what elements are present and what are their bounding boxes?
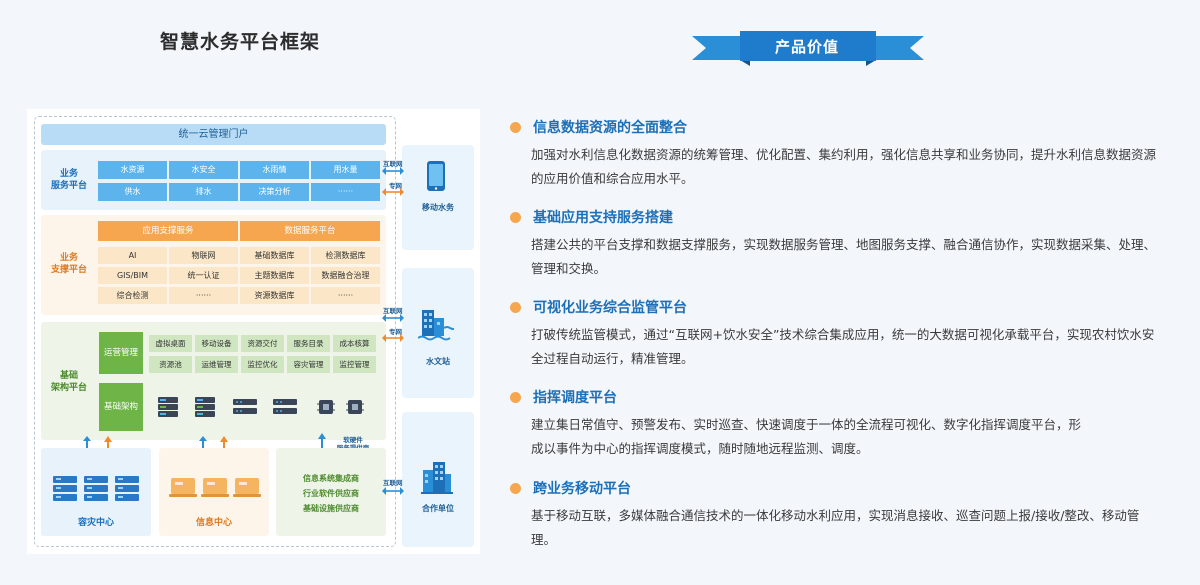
ops-cell: 移动设备 <box>195 335 238 352</box>
bidirectional-arrow-icon <box>382 487 404 495</box>
bullet-dot-icon <box>510 121 521 133</box>
internet-link-label: 互联网 <box>383 479 403 487</box>
value-item-desc: 基于移动互联，多媒体融合通信技术的一体化移动水利应用，实现消息接收、巡查问题上报… <box>531 508 1140 547</box>
support-cell: 数据融合治理 <box>311 267 380 284</box>
side-label-station: 水文站 <box>426 357 450 366</box>
server-rack-icon <box>53 476 139 501</box>
vendor-item: 信息系统集成商 <box>303 474 359 483</box>
private-link-label: 专网 <box>389 328 402 336</box>
support-cell: 基础数据库 <box>240 247 309 264</box>
bullet-dot-icon <box>510 482 521 494</box>
support-cell: 检测数据库 <box>311 247 380 264</box>
value-item-title: 指挥调度平台 <box>533 390 617 406</box>
support-cell: 统一认证 <box>169 267 238 284</box>
network-switch-icon <box>273 399 297 414</box>
business-cell: 水雨情 <box>240 161 309 179</box>
storage-icon <box>195 397 215 417</box>
business-cell: 用水量 <box>311 161 380 179</box>
support-cell: 主题数据库 <box>240 267 309 284</box>
base-layer-label: 基础 架构平台 <box>50 371 87 393</box>
support-cell: ······ <box>169 287 238 304</box>
support-cell: ······ <box>311 287 380 304</box>
side-label-mobile: 移动水务 <box>422 203 454 212</box>
product-value-heading: 产品价值 <box>774 38 839 56</box>
ops-cell: 成本核算 <box>333 335 376 352</box>
value-item: 可视化业务综合监管平台 打破传统监管模式，通过“互联网+饮水安全”技术综合集成应… <box>510 297 1170 371</box>
ops-cell: 资源池 <box>149 356 192 373</box>
ops-cell: 虚拟桌面 <box>149 335 192 352</box>
support-cell: 资源数据库 <box>240 287 309 304</box>
hydrological-station-icon <box>418 310 454 341</box>
bidirectional-arrow-icon <box>382 167 404 175</box>
support-cell: GIS/BIM <box>98 267 167 284</box>
heading-ribbon <box>692 31 924 66</box>
business-cell: 供水 <box>98 183 167 201</box>
internet-link-label: 互联网 <box>383 307 403 315</box>
ops-cell: 资源交付 <box>241 335 284 352</box>
framework-title: 智慧水务平台框架 <box>160 31 321 53</box>
value-item: 跨业务移动平台 基于移动互联，多媒体融合通信技术的一体化移动水利应用，实现消息接… <box>510 478 1170 552</box>
bidirectional-arrow-icon <box>382 188 404 196</box>
ops-cell: 监控优化 <box>241 356 284 373</box>
bullet-dot-icon <box>510 391 521 403</box>
business-cell: 决策分析 <box>240 183 309 201</box>
value-item-desc: 建立集日常值守、预警发布、实时巡查、快速调度于一体的全流程可视化、数字化指挥调度… <box>531 417 1082 456</box>
network-switch-icon <box>233 399 257 414</box>
private-link-label: 专网 <box>389 182 402 190</box>
value-item-title: 可视化业务综合监管平台 <box>533 300 687 316</box>
ops-cell: 运维管理 <box>195 356 238 373</box>
business-cell: 排水 <box>169 183 238 201</box>
support-layer-label: 业务 支撑平台 <box>50 253 87 275</box>
bullet-dot-icon <box>510 211 521 223</box>
value-item-desc: 打破传统监管模式，通过“互联网+饮水安全”技术综合集成应用，统一的大数据可视化承… <box>531 327 1155 366</box>
unified-portal: 统一云管理门户 <box>41 124 386 145</box>
value-item-title: 基础应用支持服务搭建 <box>533 210 673 226</box>
ops-management-label: 运营管理 <box>99 332 143 374</box>
vendor-item: 行业软件供应商 <box>303 489 359 498</box>
value-item: 基础应用支持服务搭建 搭建公共的平台支撑和数据支撑服务，实现数据服务管理、地图服… <box>510 207 1170 281</box>
side-label-partner: 合作单位 <box>422 504 454 513</box>
bidirectional-arrow-icon <box>382 334 404 342</box>
bidirectional-arrow-icon <box>382 314 404 322</box>
value-item: 指挥调度平台 建立集日常值守、预警发布、实时巡查、快速调度于一体的全流程可视化、… <box>510 387 1170 461</box>
internet-link-label: 互联网 <box>383 160 403 168</box>
value-item-title: 跨业务移动平台 <box>533 481 631 497</box>
ops-cell: 监控管理 <box>333 356 376 373</box>
support-header: 应用支撑服务 <box>98 221 238 241</box>
bullet-dot-icon <box>510 301 521 313</box>
value-item-desc: 搭建公共的平台支撑和数据支撑服务，实现数据服务管理、地图服务支撑、融合通信协作，… <box>531 237 1157 276</box>
vendor-item: 基础设施供应商 <box>303 504 359 513</box>
value-item: 信息数据资源的全面整合 加强对水利信息化数据资源的统筹管理、优化配置、集约利用，… <box>510 117 1170 191</box>
chip-icon <box>317 400 335 414</box>
business-cell: 水安全 <box>169 161 238 179</box>
base-architecture-label: 基础架构 <box>99 383 143 431</box>
business-layer-label: 业务 服务平台 <box>50 169 87 191</box>
mobile-phone-icon <box>427 161 445 191</box>
ops-cell: 服务目录 <box>287 335 330 352</box>
support-cell: AI <box>98 247 167 264</box>
business-cell: ······ <box>311 183 380 201</box>
business-cell: 水资源 <box>98 161 167 179</box>
support-cell: 物联网 <box>169 247 238 264</box>
workstation-icon <box>169 478 261 497</box>
info-center-label: 信息中心 <box>195 518 232 528</box>
disaster-center-label: 容灾中心 <box>77 518 114 528</box>
support-header: 数据服务平台 <box>240 221 380 241</box>
value-item-desc: 加强对水利信息化数据资源的统筹管理、优化配置、集约利用，强化信息共享和业务协同，… <box>531 147 1157 186</box>
platform-boundary <box>34 116 396 547</box>
storage-icon <box>158 397 178 417</box>
chip-icon <box>346 400 364 414</box>
value-item-title: 信息数据资源的全面整合 <box>533 120 687 136</box>
support-cell: 综合检测 <box>98 287 167 304</box>
vendor-box <box>276 448 386 536</box>
partner-building-icon <box>421 462 453 494</box>
ops-cell: 容灾管理 <box>287 356 330 373</box>
